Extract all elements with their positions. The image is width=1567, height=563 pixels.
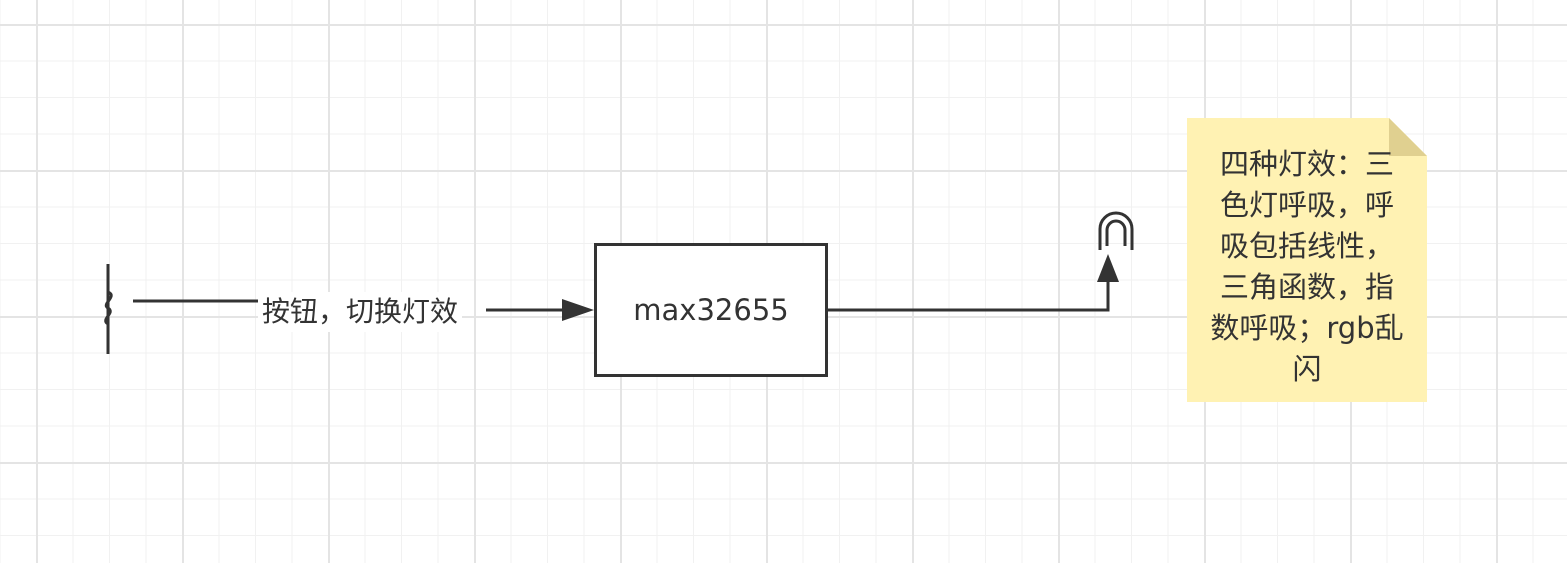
note-shape bbox=[1187, 118, 1427, 402]
output-connector bbox=[825, 278, 1110, 312]
button-switch-label: 按钮，切换灯效 bbox=[258, 292, 463, 332]
sticky-note[interactable]: 四种灯效：三色灯呼吸，呼吸包括线性，三角函数，指数呼吸；rgb乱闪 bbox=[1187, 118, 1427, 402]
output-arrowhead bbox=[1097, 254, 1119, 282]
led-lamp-icon[interactable] bbox=[1098, 211, 1134, 250]
input-arrowhead bbox=[562, 299, 594, 321]
mcu-label: max32655 bbox=[633, 293, 789, 327]
mcu-block[interactable]: max32655 bbox=[594, 243, 828, 377]
note-text: 四种灯效：三色灯呼吸，呼吸包括线性，三角函数，指数呼吸；rgb乱闪 bbox=[1210, 147, 1404, 386]
push-button-switch-icon[interactable] bbox=[104, 264, 113, 354]
